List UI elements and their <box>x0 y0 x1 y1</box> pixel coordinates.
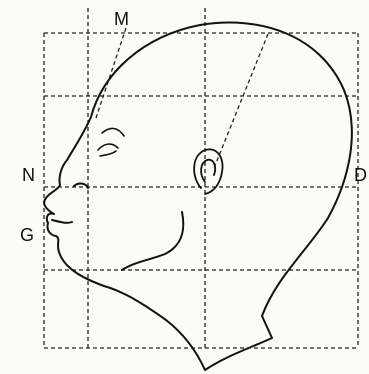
label-g: G <box>20 225 34 245</box>
jaw-line <box>122 212 183 270</box>
proportion-grid <box>44 8 358 348</box>
label-m: M <box>114 9 129 29</box>
skull-face-profile <box>44 23 352 370</box>
eye-lower-lid <box>100 151 116 156</box>
label-n: N <box>22 165 35 185</box>
eyebrow <box>102 128 124 136</box>
mouth-line <box>52 220 72 223</box>
head-outline <box>44 23 352 370</box>
eye <box>98 128 124 156</box>
eye-upper-lid <box>98 144 118 150</box>
label-d: D <box>354 165 367 185</box>
ear-inner <box>201 160 215 182</box>
diagonal-crown-ear <box>214 34 268 168</box>
diagonal-m-n <box>96 28 126 118</box>
